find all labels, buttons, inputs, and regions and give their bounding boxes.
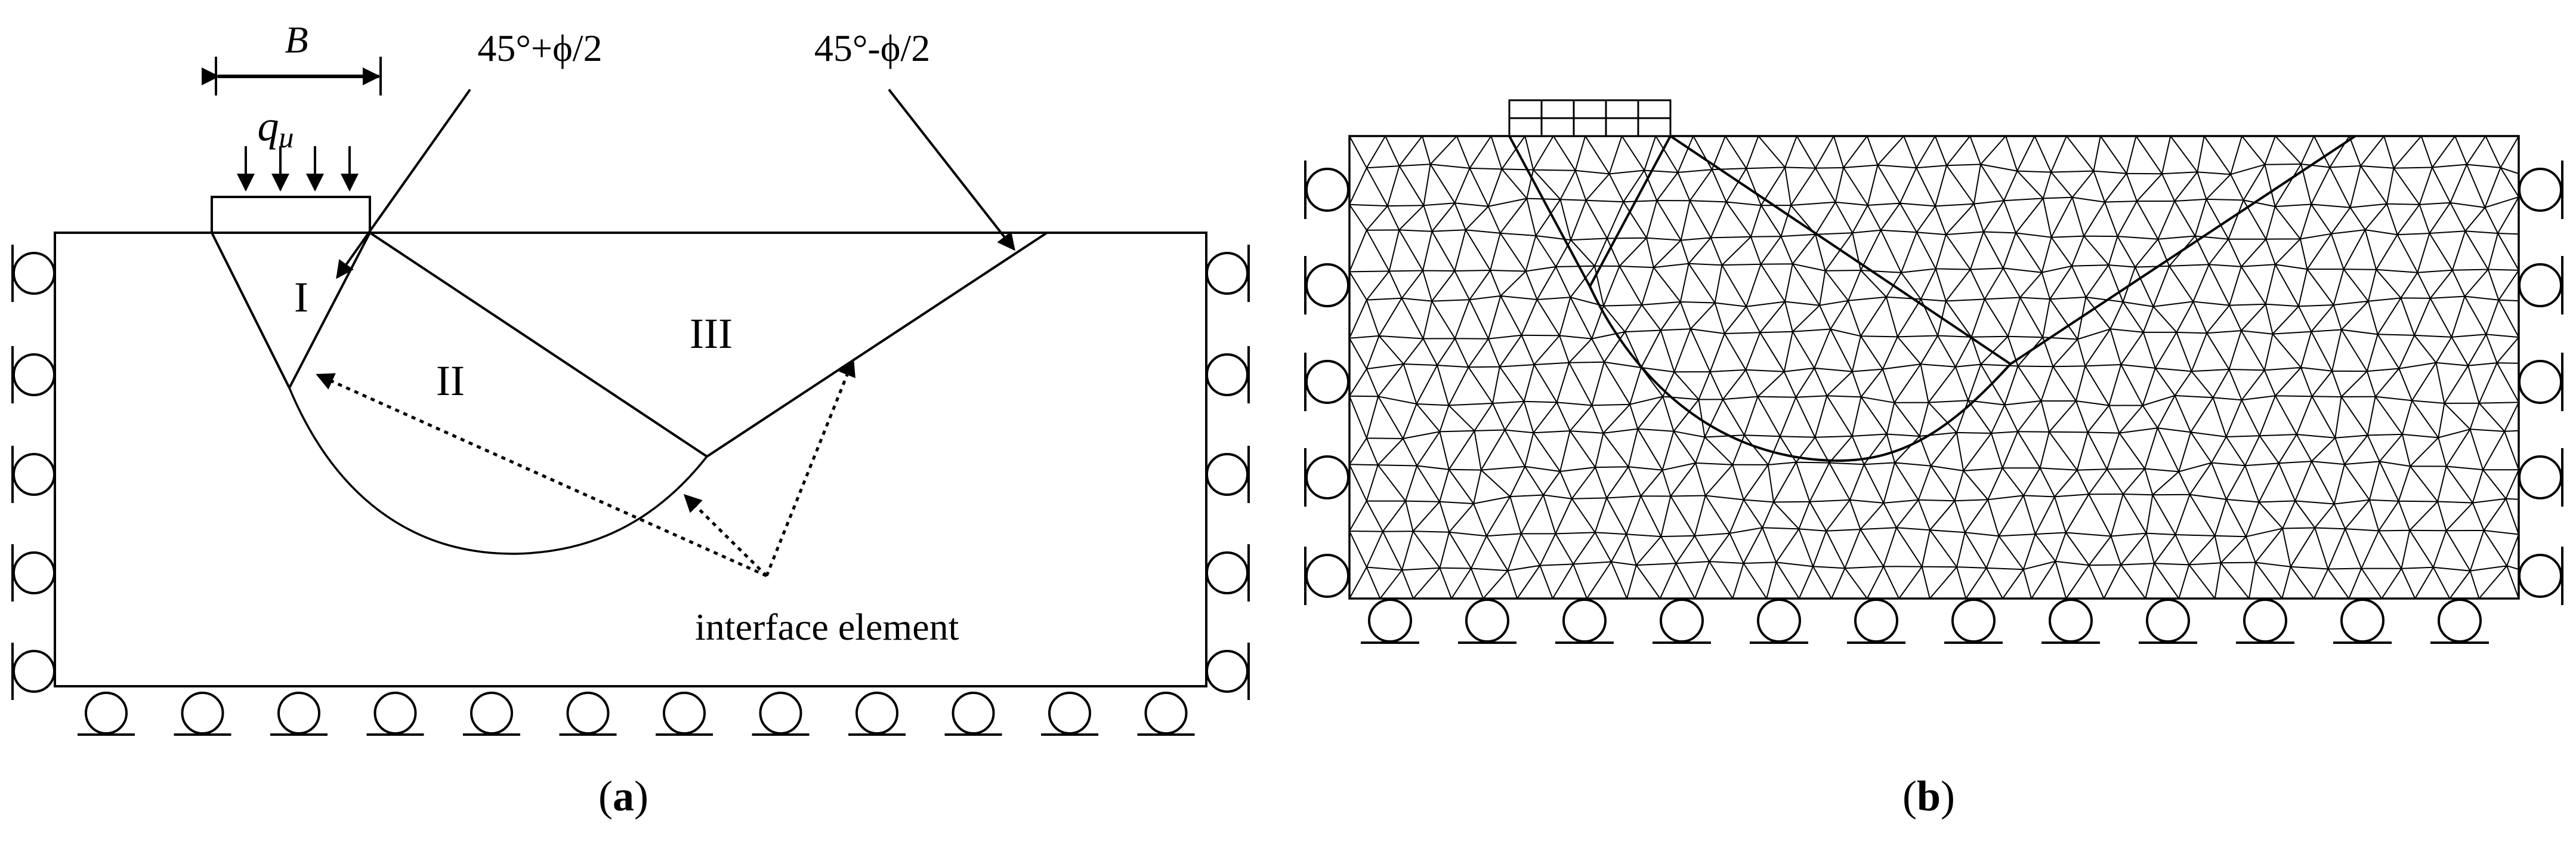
roller-supports-b bbox=[1304, 161, 2563, 644]
fe-mesh bbox=[1349, 135, 2519, 599]
roller-circle bbox=[13, 353, 55, 396]
failure-spiral-b bbox=[1589, 286, 2012, 462]
load-subscript: u bbox=[279, 121, 294, 154]
roller-circle bbox=[759, 692, 802, 735]
roller-circle bbox=[1305, 455, 1349, 499]
load-symbol: q bbox=[258, 102, 279, 150]
roller-circle bbox=[1305, 168, 1349, 212]
failure-surface-b bbox=[1508, 135, 2356, 462]
roller-circle bbox=[566, 692, 610, 735]
load-label: qu bbox=[258, 102, 294, 154]
interface-arrows bbox=[316, 358, 855, 578]
roller-circle bbox=[1465, 599, 1509, 643]
roller-circle bbox=[85, 692, 128, 735]
failure-line-b-4 bbox=[2009, 135, 2356, 365]
angle-left-label: 45°+ϕ/2 bbox=[477, 27, 602, 69]
interface-arrow-1 bbox=[316, 373, 768, 578]
roller-supports-a bbox=[11, 245, 1250, 736]
zone-1-right-boundary bbox=[288, 232, 371, 388]
soil-domain-a bbox=[54, 232, 1207, 687]
roller-circle bbox=[1951, 599, 1996, 643]
roller-circle bbox=[2518, 554, 2562, 598]
caption-b-close: ) bbox=[1941, 772, 1955, 820]
roller-circle bbox=[13, 551, 55, 594]
angle-right-pointer bbox=[888, 88, 1015, 251]
roller-circle bbox=[2049, 599, 2093, 643]
angle-left-pointer bbox=[336, 88, 471, 279]
interface-arrow-2 bbox=[683, 494, 768, 577]
angle-right-label: 45°-ϕ/2 bbox=[814, 27, 930, 69]
roller-circle bbox=[13, 650, 55, 693]
failure-line-b-2 bbox=[1589, 135, 1672, 287]
roller-circle bbox=[1206, 551, 1249, 594]
roller-circle bbox=[13, 453, 55, 496]
load-arrows bbox=[237, 146, 359, 192]
zone-1-left-boundary bbox=[211, 232, 291, 388]
roller-circle bbox=[1048, 692, 1091, 735]
roller-circle bbox=[181, 692, 224, 735]
roller-circle bbox=[1854, 599, 1898, 643]
caption-b-open: ( bbox=[1902, 772, 1917, 820]
zone-2-3-boundary bbox=[369, 232, 708, 458]
zone-3-outer-boundary bbox=[706, 232, 1048, 458]
roller-circle bbox=[277, 692, 320, 735]
roller-circle bbox=[470, 692, 513, 735]
caption-a-close: ) bbox=[634, 772, 648, 820]
roller-circle bbox=[2518, 263, 2562, 307]
caption-b-letter: b bbox=[1917, 772, 1941, 820]
roller-circle bbox=[1305, 554, 1349, 598]
roller-circle bbox=[2146, 599, 2190, 643]
zone-2-label: II bbox=[436, 357, 465, 405]
roller-circle bbox=[2518, 455, 2562, 499]
failure-line-b-3 bbox=[1669, 135, 2012, 365]
mesh-lines bbox=[1349, 135, 2519, 599]
log-spiral-boundary bbox=[288, 387, 708, 555]
roller-circle bbox=[1305, 263, 1349, 307]
roller-circle bbox=[2518, 360, 2562, 404]
caption-a-letter: a bbox=[613, 772, 634, 820]
roller-circle bbox=[2340, 599, 2385, 643]
caption-a-open: ( bbox=[598, 772, 613, 820]
interface-arrow-3 bbox=[765, 358, 855, 576]
soil-domain-b bbox=[1348, 135, 2520, 600]
roller-circle bbox=[1206, 650, 1249, 693]
roller-circle bbox=[373, 692, 417, 735]
caption-a: (a) bbox=[598, 772, 648, 820]
roller-circle bbox=[1144, 692, 1188, 735]
roller-circle bbox=[2243, 599, 2287, 643]
zone-1-label: I bbox=[294, 273, 308, 321]
roller-circle bbox=[2438, 599, 2482, 643]
failure-line-b-1 bbox=[1508, 135, 1591, 287]
roller-circle bbox=[1206, 353, 1249, 396]
zone-3-label: III bbox=[690, 310, 733, 357]
panel-a bbox=[11, 57, 1250, 736]
roller-circle bbox=[1562, 599, 1607, 643]
footing-a bbox=[211, 196, 371, 234]
roller-circle bbox=[1305, 360, 1349, 404]
roller-circle bbox=[1206, 453, 1249, 496]
roller-circle bbox=[952, 692, 995, 735]
interface-label: interface element bbox=[695, 606, 959, 648]
roller-circle bbox=[1206, 252, 1249, 295]
roller-circle bbox=[1368, 599, 1412, 643]
roller-circle bbox=[855, 692, 898, 735]
roller-circle bbox=[1660, 599, 1704, 643]
roller-circle bbox=[1757, 599, 1801, 643]
roller-circle bbox=[13, 252, 55, 295]
width-label: B bbox=[285, 18, 308, 61]
footing-mesh-b bbox=[1508, 99, 1672, 137]
roller-circle bbox=[663, 692, 706, 735]
panel-b bbox=[1304, 99, 2563, 644]
caption-b: (b) bbox=[1902, 772, 1955, 820]
roller-circle bbox=[2518, 168, 2562, 212]
